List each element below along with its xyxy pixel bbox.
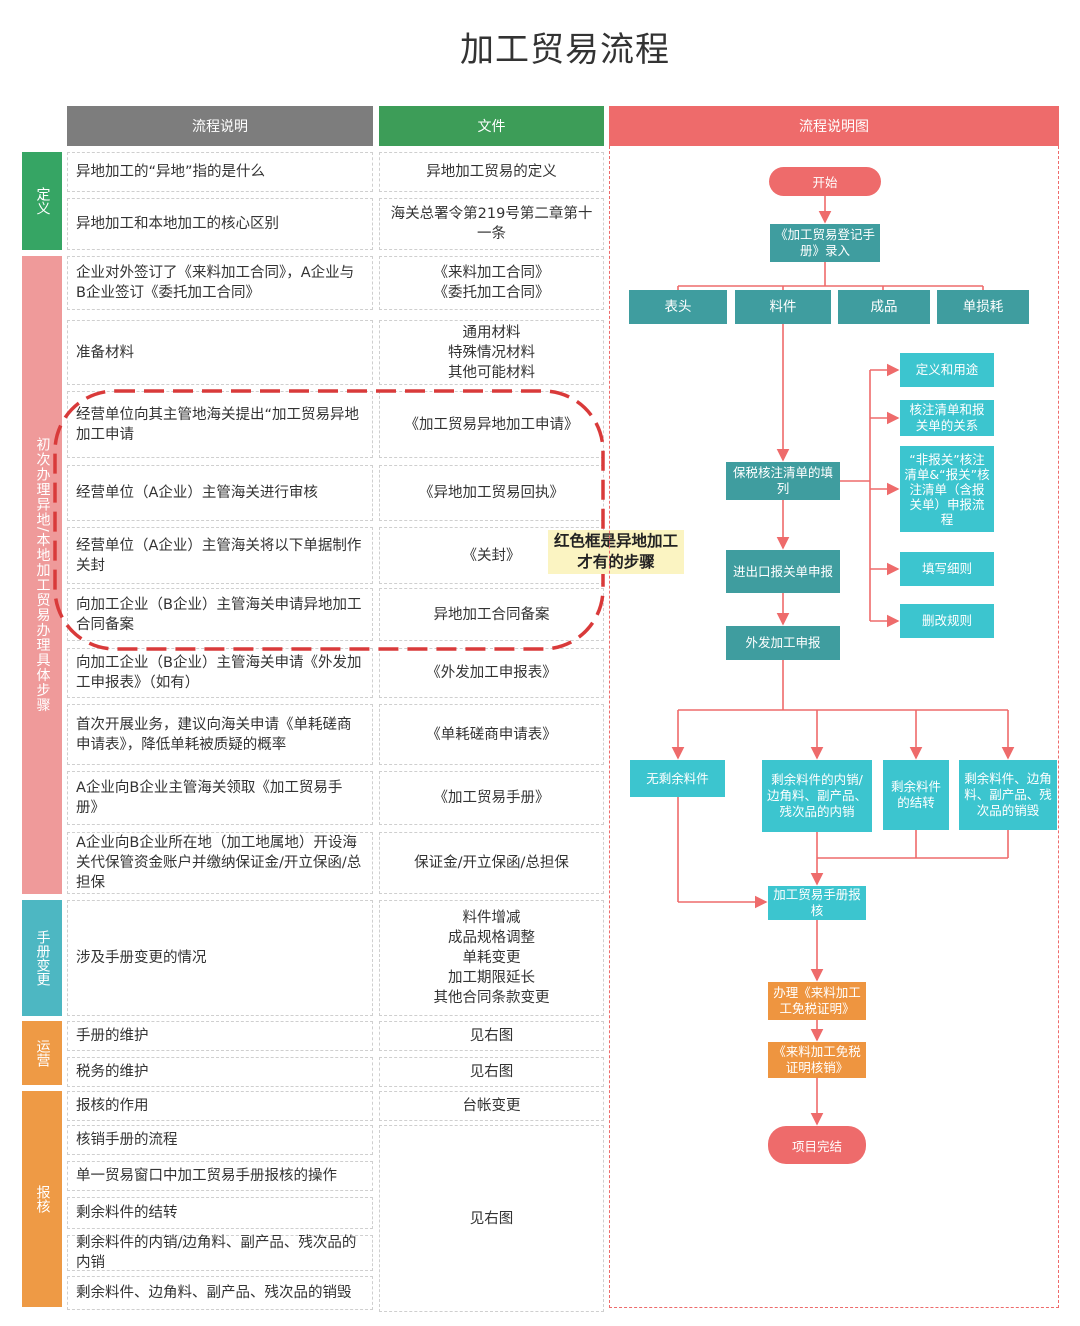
flow-outsource-declaration: 外发加工申报 — [726, 626, 840, 660]
row-description: 核销手册的流程 — [67, 1125, 373, 1155]
flow-section-materials: 料件 — [735, 290, 831, 324]
row-file: 《加工贸易手册》 — [379, 771, 604, 825]
row-file: 台帐变更 — [379, 1091, 604, 1121]
header-flowchart: 流程说明图 — [609, 106, 1059, 146]
row-file: 见右图 — [379, 1057, 604, 1087]
flow-branch-process: “非报关”核注清单&“报关”核注清单（含报关单）申报流程 — [900, 446, 994, 532]
row-description: 报核的作用 — [67, 1091, 373, 1121]
category-manual-change: 手册变更 — [22, 900, 62, 1016]
row-file: 《外发加工申报表》 — [379, 648, 604, 698]
row-description: 向加工企业（B企业）主管海关申请《外发加工申报表》（如有） — [67, 648, 373, 698]
row-description: 涉及手册变更的情况 — [67, 900, 373, 1016]
row-description: 向加工企业（B企业）主管海关申请异地加工合同备案 — [67, 588, 373, 641]
category-operation: 运营 — [22, 1021, 62, 1085]
flowchart-area — [609, 146, 1059, 1308]
row-description: 剩余料件的结转 — [67, 1197, 373, 1229]
row-description: 首次开展业务，建议向海关申请《单耗磋商申请表》，降低单耗被质疑的概率 — [67, 704, 373, 765]
category-definition: 定义 — [22, 152, 62, 250]
row-description: 剩余料件的内销/边角料、副产品、残次品的内销 — [67, 1235, 373, 1271]
flow-bonded-list: 保税核注清单的填列 — [726, 462, 840, 500]
flow-section-consumption: 单损耗 — [937, 290, 1029, 324]
flow-manual-verify: 加工贸易手册报核 — [768, 886, 866, 920]
header-file: 文件 — [379, 106, 604, 146]
row-description: A企业向B企业所在地（加工地属地）开设海关代保管资金账户并缴纳保证金/开立保函/… — [67, 832, 373, 894]
flow-branch-relation: 核注清单和报关单的关系 — [900, 400, 994, 436]
row-description: 企业对外签订了《来料加工合同》，A企业与B企业签订《委托加工合同》 — [67, 256, 373, 310]
row-file: 见右图 — [379, 1021, 604, 1051]
flow-outcome-transfer: 剩余料件的结转 — [883, 760, 949, 830]
flow-section-products: 成品 — [838, 290, 930, 324]
row-file: 《单耗磋商申请表》 — [379, 704, 604, 765]
row-file: 通用材料 特殊情况材料 其他可能材料 — [379, 320, 604, 385]
row-file: 保证金/开立保函/总担保 — [379, 832, 604, 894]
flow-section-header: 表头 — [629, 290, 727, 324]
flow-customs-declaration: 进出口报关单申报 — [726, 550, 840, 593]
flow-outcome-destroy: 剩余料件、边角料、副产品、残次品的销毁 — [959, 760, 1057, 830]
flow-branch-definition: 定义和用途 — [900, 353, 994, 387]
flow-outcome-domestic: 剩余料件的内销/边角料、副产品、残次品的内销 — [762, 760, 872, 832]
row-description: 手册的维护 — [67, 1021, 373, 1051]
row-description: 异地加工和本地加工的核心区别 — [67, 198, 373, 250]
flow-manual-entry: 《加工贸易登记手册》录入 — [770, 224, 880, 262]
flow-tax-certificate: 办理《来料加工工免税证明》 — [768, 982, 866, 1020]
row-description: A企业向B企业主管海关领取《加工贸易手册》 — [67, 771, 373, 825]
row-description: 剩余料件、边角料、副产品、残次品的销毁 — [67, 1276, 373, 1310]
flow-start: 开始 — [769, 167, 881, 196]
row-file: 《异地加工贸易回执》 — [379, 465, 604, 521]
category-verification: 报核 — [22, 1091, 62, 1307]
row-file: 海关总署令第219号第二章第十一条 — [379, 198, 604, 250]
row-file: 《来料加工合同》 《委托加工合同》 — [379, 256, 604, 310]
row-description: 经营单位（A企业）主管海关将以下单据制作关封 — [67, 527, 373, 584]
row-file: 异地加工合同备案 — [379, 588, 604, 641]
flow-end: 项目完结 — [768, 1126, 866, 1164]
page-title: 加工贸易流程 — [460, 30, 670, 70]
row-file: 异地加工贸易的定义 — [379, 152, 604, 192]
row-description: 税务的维护 — [67, 1057, 373, 1087]
flow-branch-modify: 删改规则 — [900, 604, 994, 638]
row-description: 异地加工的“异地”指的是什么 — [67, 152, 373, 192]
header-description: 流程说明 — [67, 106, 373, 146]
flow-outcome-none: 无剩余料件 — [630, 760, 725, 797]
remote-steps-note: 红色框是异地加工才有的步骤 — [548, 530, 684, 574]
merged-file-cell: 见右图 — [379, 1125, 604, 1312]
row-description: 准备材料 — [67, 320, 373, 385]
row-description: 经营单位向其主管地海关提出“加工贸易异地加工申请 — [67, 391, 373, 458]
row-file: 《加工贸易异地加工申请》 — [379, 391, 604, 458]
row-description: 经营单位（A企业）主管海关进行审核 — [67, 465, 373, 521]
row-file: 料件增减 成品规格调整 单耗变更 加工期限延长 其他合同条款变更 — [379, 900, 604, 1016]
row-description: 单一贸易窗口中加工贸易手册报核的操作 — [67, 1161, 373, 1191]
flow-tax-verify: 《来料加工免税证明核销》 — [768, 1042, 866, 1078]
flow-branch-rules: 填写细则 — [900, 552, 994, 586]
